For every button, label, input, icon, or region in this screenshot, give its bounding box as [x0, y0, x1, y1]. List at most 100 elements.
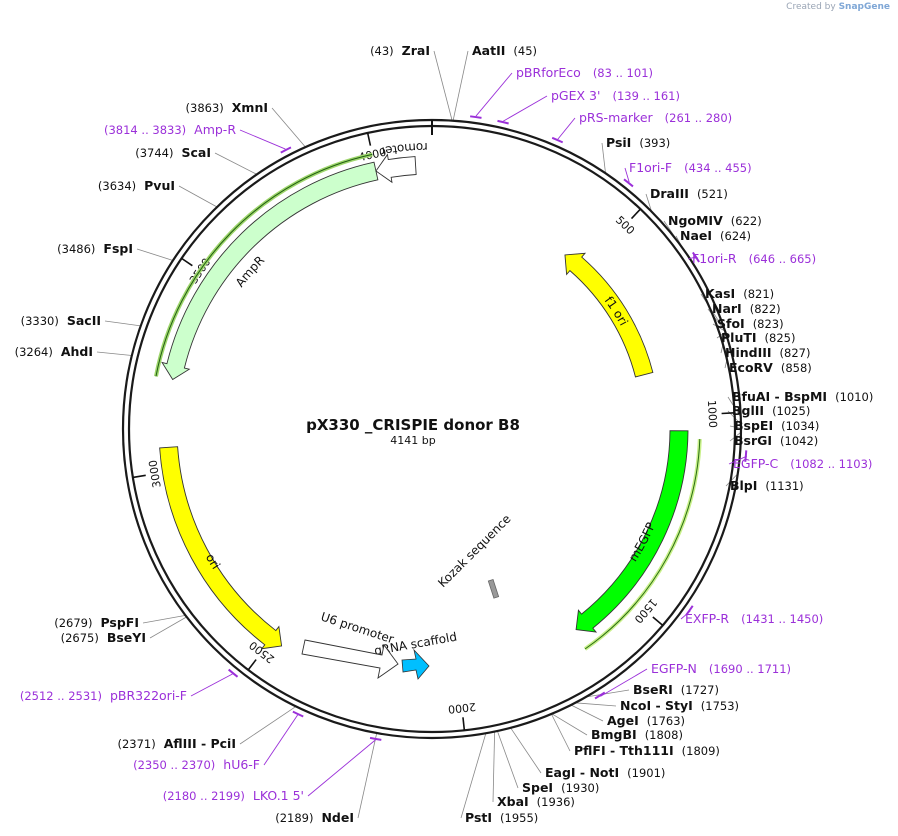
enzyme-site-bsrgi[interactable]: BsrGI(1042): [734, 433, 818, 448]
primer-mark-egfp-n: [594, 691, 606, 700]
enzyme-site-bseri[interactable]: BseRI(1727): [633, 682, 719, 697]
enzyme-line-ahdi: [96, 351, 132, 356]
enzyme-line-draiii: [645, 193, 652, 212]
primer-name: pBR322ori-F: [110, 688, 187, 703]
enzyme-name: AgeI: [607, 713, 639, 728]
enzyme-line-eagi-noti: [510, 727, 542, 774]
enzyme-site-eagi-noti[interactable]: EagI - NotI(1901): [545, 765, 665, 780]
enzyme-line-xmni: [271, 107, 306, 148]
feature-label-ori: ori: [203, 551, 223, 572]
enzyme-line-xbai: [492, 731, 496, 803]
enzyme-site-ecorv[interactable]: EcoRV(858): [729, 360, 812, 375]
primer-site-f1ori-r[interactable]: F1ori-R(646 .. 665): [692, 251, 816, 266]
primer-site-hu6-f[interactable]: (2350 .. 2370)hU6-F: [133, 757, 260, 772]
feature-ori: [159, 446, 283, 650]
enzyme-line-kasi: [700, 293, 726, 331]
enzyme-site-xbai[interactable]: XbaI(1936): [497, 794, 575, 809]
enzyme-site-pflfi-tth111i[interactable]: PflFI - Tth111I(1809): [574, 743, 720, 758]
tick-1500: [652, 616, 664, 627]
enzyme-site-nari[interactable]: NarI(822): [712, 301, 781, 316]
enzyme-line-ncoi-styi: [575, 702, 617, 707]
enzyme-position: (1025): [772, 404, 810, 418]
primer-mark-egfp-c: [744, 450, 748, 462]
enzyme-site-fspi[interactable]: (3486)FspI: [57, 241, 133, 256]
tick-2500: [247, 659, 257, 671]
primer-site-pbr322ori-f[interactable]: (2512 .. 2531)pBR322ori-F: [20, 688, 187, 703]
enzyme-site-sacii[interactable]: (3330)SacII: [21, 313, 101, 328]
plasmid-name: pX330 _CRISPIE donor B8: [306, 416, 520, 434]
primer-range: (2180 .. 2199): [163, 789, 245, 803]
enzyme-name: FspI: [103, 241, 133, 256]
primer-site-exfp-r[interactable]: EXFP-R(1431 .. 1450): [685, 611, 823, 626]
enzyme-position: (2675): [61, 631, 99, 645]
enzyme-name: BsrGI: [734, 433, 772, 448]
enzyme-site-zrai[interactable]: (43)ZraI: [370, 43, 430, 58]
enzyme-site-pspfi[interactable]: (2679)PspFI: [54, 615, 139, 630]
primer-site-f1ori-f[interactable]: F1ori-F(434 .. 455): [629, 160, 752, 175]
primer-name: hU6-F: [223, 757, 260, 772]
enzyme-site-hindiii[interactable]: HindIII(827): [725, 345, 810, 360]
enzyme-position: (2371): [117, 737, 155, 751]
enzyme-site-kasi[interactable]: KasI(821): [705, 286, 774, 301]
enzyme-site-ncoi-styi[interactable]: NcoI - StyI (1753): [620, 698, 739, 713]
credit-prefix: Created by: [786, 2, 836, 12]
enzyme-site-draiii[interactable]: DraIII(521): [650, 186, 728, 201]
primer-site-prs-marker[interactable]: pRS-marker (261 .. 280): [579, 110, 732, 125]
enzyme-site-bglii[interactable]: BglII(1025): [732, 403, 810, 418]
enzyme-site-ahdi[interactable]: (3264)AhdI: [15, 344, 93, 359]
primer-line-hu6-f: [263, 714, 298, 766]
enzyme-name: EagI - NotI: [545, 765, 619, 780]
enzyme-site-blpi[interactable]: BlpI(1131): [730, 478, 804, 493]
enzyme-site-aatii[interactable]: AatII(45): [472, 43, 537, 58]
primer-site-egfp-c[interactable]: EGFP-C(1082 .. 1103): [733, 456, 872, 471]
enzyme-position: (1010): [835, 390, 873, 404]
primer-site-egfp-n[interactable]: EGFP-N(1690 .. 1711): [651, 661, 791, 676]
enzyme-site-sfoi[interactable]: SfoI(823): [717, 316, 784, 331]
enzyme-name: SpeI: [522, 780, 553, 795]
primer-name: pRS-marker: [579, 110, 654, 125]
primer-range: (434 .. 455): [684, 161, 752, 175]
enzyme-site-bmgbi[interactable]: BmgBI(1808): [591, 727, 683, 742]
enzyme-position: (1753): [701, 699, 739, 713]
enzyme-site-ngomiv[interactable]: NgoMIV(622): [668, 213, 762, 228]
enzyme-site-psii[interactable]: PsiI(393): [606, 135, 670, 150]
enzyme-site-pluti[interactable]: PluTI(825): [721, 330, 795, 345]
primer-mark-prs-marker: [551, 136, 564, 144]
primer-site-lko-1-5[interactable]: (2180 .. 2199)LKO.1 5': [163, 788, 304, 803]
enzyme-line-spei: [496, 730, 519, 789]
enzyme-site-xmni[interactable]: (3863)XmnI: [186, 100, 268, 115]
enzyme-site-bseyi[interactable]: (2675)BseYI: [61, 630, 146, 645]
primer-site-amp-r[interactable]: (3814 .. 3833)Amp-R: [104, 122, 236, 137]
enzyme-position: (1936): [537, 795, 575, 809]
primer-range: (1082 .. 1103): [790, 457, 872, 471]
enzyme-site-psti[interactable]: PstI(1955): [465, 810, 538, 825]
primer-line-pbrforeco: [475, 72, 513, 117]
ampr-highlight-line: [155, 153, 373, 377]
primer-line-egfp-n: [600, 668, 648, 697]
enzyme-line-fspi: [136, 248, 174, 261]
enzyme-line-pspfi: [142, 614, 186, 624]
enzyme-position: (3863): [186, 101, 224, 115]
enzyme-site-pvui[interactable]: (3634)PvuI: [98, 178, 175, 193]
enzyme-site-bfuai-bspmi[interactable]: BfuAI - BspMI(1010): [732, 389, 873, 404]
enzyme-site-spei[interactable]: SpeI(1930): [522, 780, 599, 795]
enzyme-position: (1808): [645, 728, 683, 742]
primer-mark-lko-1-5: [369, 736, 382, 741]
megfp-highlight-line: [584, 439, 701, 650]
primer-site-pgex-3[interactable]: pGEX 3'(139 .. 161): [551, 88, 680, 103]
enzyme-site-ndei[interactable]: (2189)NdeI: [275, 810, 354, 825]
enzyme-site-naei[interactable]: NaeI(624): [680, 228, 751, 243]
primer-range: (261 .. 280): [665, 111, 733, 125]
enzyme-name: PsiI: [606, 135, 631, 150]
enzyme-position: (45): [513, 44, 537, 58]
enzyme-site-afliii-pcii[interactable]: (2371) AflIII - PciI: [117, 736, 236, 751]
tick-label-3000: 3000: [146, 459, 163, 489]
enzyme-name: NcoI - StyI: [620, 698, 693, 713]
tick-4000: [366, 132, 372, 146]
enzyme-site-scai[interactable]: (3744)ScaI: [135, 145, 211, 160]
enzyme-name: AflIII - PciI: [164, 736, 236, 751]
primer-site-pbrforeco[interactable]: pBRforEco(83 .. 101): [516, 65, 653, 80]
enzyme-line-aatii: [452, 50, 469, 121]
enzyme-site-bspei[interactable]: BspEI(1034): [734, 418, 819, 433]
enzyme-site-agei[interactable]: AgeI(1763): [607, 713, 685, 728]
